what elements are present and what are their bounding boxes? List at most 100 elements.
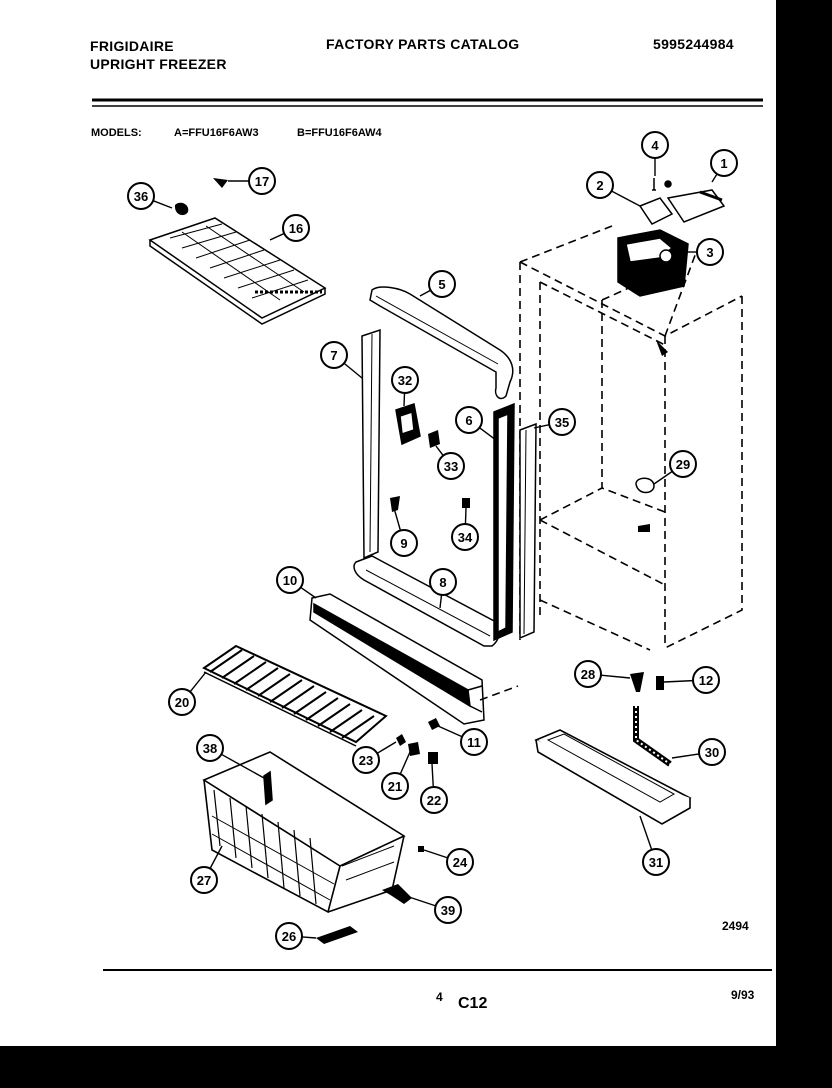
scan-edge-mark <box>12 96 20 98</box>
drain-fitting <box>638 524 650 532</box>
callout-leader <box>301 936 317 939</box>
page-number: 4 <box>436 990 443 1004</box>
callout-number: 11 <box>467 735 481 750</box>
part-32-switch <box>395 403 421 446</box>
callout-12: 12 <box>663 666 720 694</box>
scan-edge-mark <box>12 310 20 312</box>
catalog-page: FRIGIDAIRE UPRIGHT FREEZER FACTORY PARTS… <box>0 0 776 1046</box>
callout-circle <box>548 408 576 436</box>
callout-number: 10 <box>283 573 297 588</box>
part-7-left-gasket <box>361 328 381 560</box>
callout-circle <box>429 568 457 596</box>
callout-leader <box>189 671 207 693</box>
callout-circle <box>698 738 726 766</box>
callout-leader <box>611 190 641 207</box>
model-a: A=FFU16F6AW3 <box>174 127 259 139</box>
callout-leader <box>152 200 173 209</box>
callout-number: 20 <box>175 695 189 710</box>
callout-number: 6 <box>465 413 472 428</box>
callout-circle <box>276 566 304 594</box>
callout-leader <box>221 753 265 779</box>
callout-number: 39 <box>441 903 455 918</box>
callout-7: 7 <box>320 341 363 379</box>
section-code: C12 <box>458 995 488 1012</box>
callout-circle <box>282 214 310 242</box>
callout-11: 11 <box>437 725 488 756</box>
callout-30: 30 <box>671 738 726 766</box>
header-rules <box>92 98 772 971</box>
callout-circle <box>420 786 448 814</box>
scan-edge-mark <box>12 590 20 592</box>
callout-leader <box>435 445 444 457</box>
callout-circle <box>196 734 224 762</box>
callout-number: 5 <box>438 277 445 292</box>
callout-22: 22 <box>420 763 448 814</box>
callout-circle <box>446 848 474 876</box>
callout-circle <box>381 772 409 800</box>
callout-leader <box>711 173 718 183</box>
part-21-glide <box>408 742 420 756</box>
callout-circle <box>641 131 669 159</box>
callout-36: 36 <box>127 182 173 210</box>
part-30-drain-hose <box>633 706 672 767</box>
callout-circle <box>248 167 276 195</box>
callout-circle <box>451 523 479 551</box>
callout-leader <box>671 753 700 759</box>
callout-circle <box>275 922 303 950</box>
document-number: 5995244984 <box>653 36 734 52</box>
callout-leader <box>600 674 631 679</box>
callout-number: 31 <box>649 855 663 870</box>
callout-leader <box>533 424 550 429</box>
callout-circle <box>352 746 380 774</box>
part-27-basket <box>202 751 406 914</box>
callout-23: 23 <box>352 741 397 774</box>
callout-1: 1 <box>710 149 738 183</box>
callout-6: 6 <box>455 406 497 441</box>
callout-leader <box>431 763 434 788</box>
callout-circle <box>434 896 462 924</box>
part-12-clip <box>656 676 664 690</box>
callout-33: 33 <box>435 445 465 480</box>
callout-circle <box>586 171 614 199</box>
callout-leader <box>300 586 317 599</box>
catalog-title: FACTORY PARTS CATALOG <box>326 36 520 52</box>
callout-circle <box>574 660 602 688</box>
part-29-drain-plug <box>635 477 655 494</box>
callout-4: 4 <box>641 131 669 176</box>
callout-8: 8 <box>429 568 457 609</box>
callout-31: 31 <box>639 815 670 876</box>
callout-10: 10 <box>276 566 317 599</box>
kickplate-leader <box>479 685 519 701</box>
part-39-latch <box>382 884 412 904</box>
callout-number: 8 <box>439 575 446 590</box>
callout-5: 5 <box>419 270 456 298</box>
callout-leader <box>437 725 463 738</box>
revision-date: 9/93 <box>731 988 755 1002</box>
callout-number: 2 <box>596 178 603 193</box>
callout-leader <box>423 849 448 859</box>
callout-21: 21 <box>381 751 411 800</box>
callout-circle <box>390 529 418 557</box>
callout-number: 29 <box>676 457 690 472</box>
callout-circle <box>696 238 724 266</box>
callout-number: 34 <box>458 530 473 545</box>
callout-circle <box>669 450 697 478</box>
part-6-right-gasket <box>493 402 515 642</box>
callout-circle <box>710 149 738 177</box>
callout-3: 3 <box>686 238 724 266</box>
callout-20: 20 <box>168 671 207 716</box>
part-16-fan-cover <box>148 217 327 325</box>
callout-number: 12 <box>699 673 713 688</box>
callout-29: 29 <box>653 450 697 485</box>
diagram-code: 2494 <box>722 919 749 933</box>
callout-number: 17 <box>255 174 269 189</box>
callout-9: 9 <box>390 507 418 557</box>
callout-circle <box>168 688 196 716</box>
callout-leader <box>479 427 497 441</box>
callout-circle <box>428 270 456 298</box>
callout-circle <box>692 666 720 694</box>
callout-number: 28 <box>581 667 595 682</box>
callout-leader <box>439 594 443 609</box>
callout-number: 26 <box>282 929 296 944</box>
product-name: UPRIGHT FREEZER <box>90 56 227 72</box>
